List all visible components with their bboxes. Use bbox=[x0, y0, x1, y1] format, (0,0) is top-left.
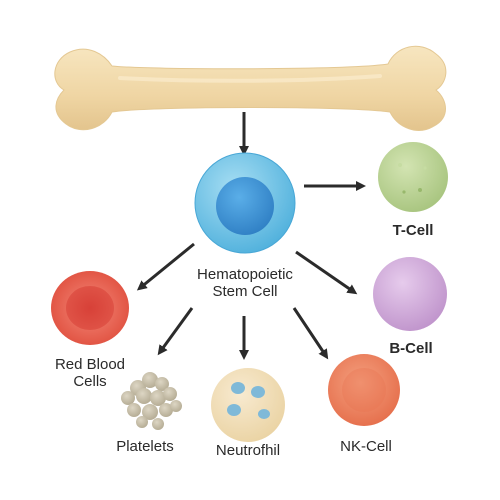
t-cell-label: T-Cell bbox=[392, 222, 434, 239]
nk-cell-label: NK-Cell bbox=[340, 438, 392, 455]
neutrophil bbox=[211, 368, 285, 442]
arrow-stem-to-platelets bbox=[157, 307, 194, 356]
arrow-stem-to-b-cell bbox=[295, 250, 358, 295]
arrow-stem-to-nk-cell bbox=[292, 307, 329, 360]
stem-cell-label-line1: Hematopoietic bbox=[197, 266, 293, 283]
red-blood-cells-label-line1: Red Blood bbox=[54, 356, 126, 373]
arrow-stem-to-rbc bbox=[136, 242, 195, 291]
bone bbox=[54, 45, 447, 131]
stem-cell bbox=[194, 152, 296, 254]
red-blood-cells-label: Red Blood Cells bbox=[40, 356, 140, 390]
b-cell bbox=[373, 257, 447, 331]
arrows bbox=[136, 112, 366, 360]
stem-cell-label-line2: Stem Cell bbox=[212, 283, 278, 300]
nk-cell bbox=[328, 354, 400, 426]
stem-cell-label: Hematopoietic Stem Cell bbox=[180, 266, 310, 300]
red-blood-cells-label-line2: Cells bbox=[73, 373, 107, 390]
platelets-cluster bbox=[121, 372, 182, 430]
t-cell bbox=[378, 142, 448, 212]
neutrophil-label: Neutrofhil bbox=[215, 442, 281, 459]
red-blood-cell bbox=[51, 271, 129, 345]
platelets-label: Platelets bbox=[116, 438, 174, 455]
b-cell-label: B-Cell bbox=[389, 340, 433, 357]
